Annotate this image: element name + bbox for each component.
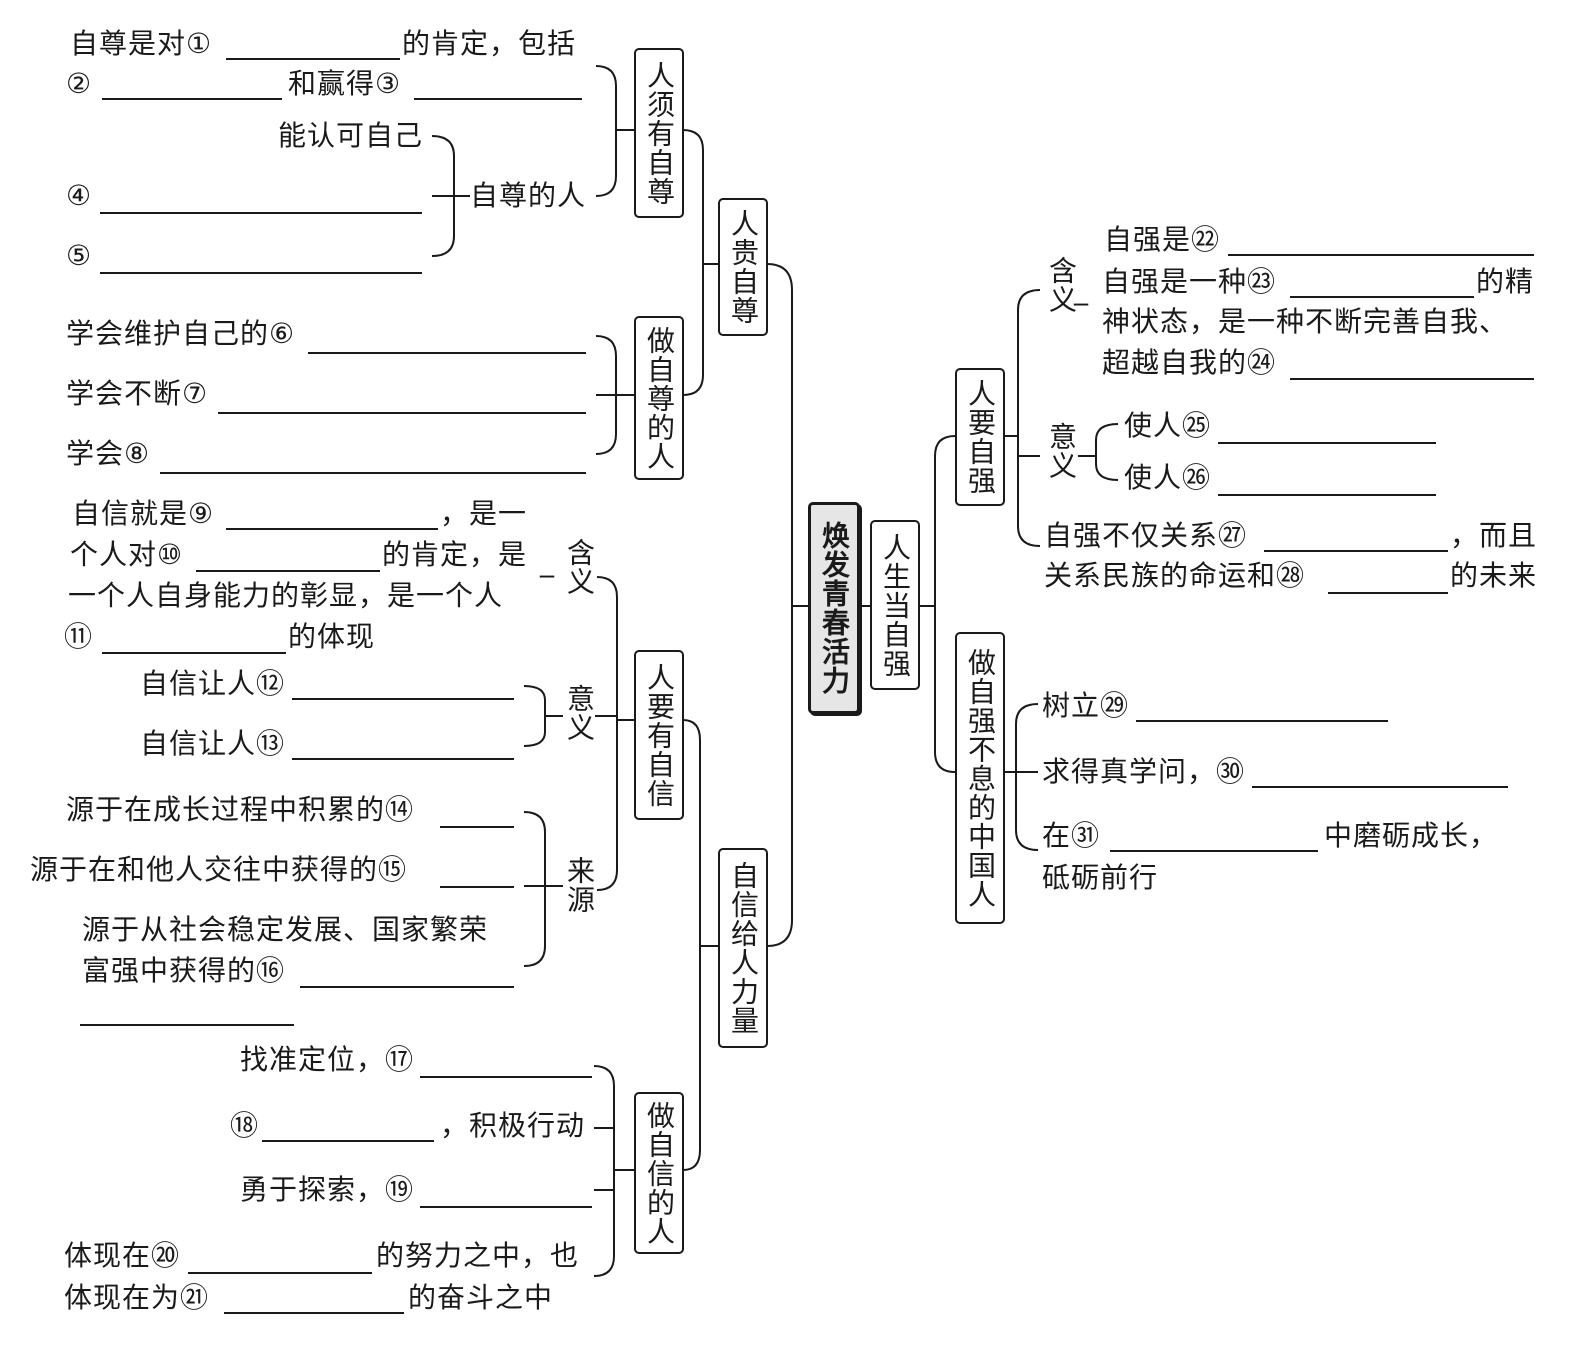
text-line: 使人㉕ <box>1124 409 1212 442</box>
node-zixin-geili: 自信给人力量 <box>718 848 768 1048</box>
text-line: ⑱ <box>230 1109 260 1142</box>
node-yao-ziqiang: 人要自强 <box>955 368 1005 506</box>
text-line: ⑤ <box>66 239 93 272</box>
text-line: ⑪ <box>64 620 94 653</box>
blank-1[interactable] <box>226 58 400 60</box>
blank-17[interactable] <box>420 1076 592 1078</box>
label-laiyuan: 来源 <box>563 856 596 914</box>
blank-19[interactable] <box>420 1206 592 1208</box>
text-line: 学会不断⑦ <box>66 377 209 410</box>
text-line: 自尊是对① <box>70 27 213 60</box>
text-line: ④ <box>66 179 93 212</box>
text-line: 的肯定，是 <box>382 538 528 571</box>
text-line: 的奋斗之中 <box>408 1281 554 1314</box>
text-line: 自信让人⑫ <box>140 667 286 700</box>
blank-15[interactable] <box>440 886 514 888</box>
text-line: ，积极行动 <box>440 1109 586 1142</box>
blank-2[interactable] <box>102 98 282 100</box>
blank-5[interactable] <box>100 272 422 274</box>
blank-28[interactable] <box>1328 592 1448 594</box>
blank-30[interactable] <box>1252 786 1508 788</box>
text-line: 神状态，是一种不断完善自我、 <box>1102 305 1509 338</box>
text-line: 个人对⑩ <box>70 538 184 571</box>
node-yaoyou-zixin: 人要有自信 <box>634 650 684 820</box>
blank-3[interactable] <box>414 98 582 100</box>
text-line: 使人㉖ <box>1124 461 1212 494</box>
text-line: 一个人自身能力的彰显，是一个人 <box>68 579 504 612</box>
blank-6[interactable] <box>308 352 586 354</box>
label-hanyi-right: 含义 <box>1045 256 1078 314</box>
text-line: 在㉛ <box>1042 819 1101 852</box>
blank-13[interactable] <box>292 758 514 760</box>
text-line: 求得真学问，㉚ <box>1042 755 1246 788</box>
text-line: 能认可自己 <box>278 119 424 152</box>
text-line: 超越自我的㉔ <box>1102 346 1277 379</box>
text-line: 源于从社会稳定发展、国家繁荣 <box>82 913 489 946</box>
blank-16[interactable] <box>300 986 514 988</box>
label-hanyi-left: 含义 <box>563 538 596 596</box>
text-line: 源于在成长过程中积累的⑭ <box>66 793 415 826</box>
node-zuo-ziqiang-buxi: 做自强不息的中国人 <box>955 632 1005 924</box>
blank-31[interactable] <box>1110 850 1318 852</box>
text-line: 自强是一种㉓ <box>1102 265 1277 298</box>
text-line: 学会⑧ <box>66 437 151 470</box>
text-line: 自信让人⑬ <box>140 727 286 760</box>
node-rengui-zizun: 人贵自尊 <box>718 198 768 336</box>
blank-16-cont[interactable] <box>80 1024 294 1026</box>
blank-21[interactable] <box>224 1312 404 1314</box>
blank-26[interactable] <box>1218 494 1436 496</box>
text-line: 的未来 <box>1450 559 1538 592</box>
blank-25[interactable] <box>1218 442 1436 444</box>
blank-7[interactable] <box>218 412 586 414</box>
text-line: 学会维护自己的⑥ <box>66 317 296 350</box>
blank-10[interactable] <box>196 570 380 572</box>
text-line: 自强不仅关系㉗ <box>1044 519 1248 552</box>
blank-12[interactable] <box>292 698 514 700</box>
text-line: ，是一 <box>440 497 528 530</box>
root-node: 焕发青春活力 <box>808 502 860 714</box>
node-zuo-zizun: 做自尊的人 <box>634 316 684 480</box>
blank-11[interactable] <box>102 652 286 654</box>
blank-20[interactable] <box>188 1272 372 1274</box>
label-yiyi-left: 意义 <box>563 684 596 742</box>
text-line: 关系民族的命运和㉘ <box>1044 559 1306 592</box>
blank-18[interactable] <box>262 1140 434 1142</box>
blank-23[interactable] <box>1290 296 1474 298</box>
text-line: ，而且 <box>1450 519 1538 552</box>
text-line: 勇于探索，⑲ <box>240 1173 415 1206</box>
label-zizun-ren: 自尊的人 <box>470 179 587 212</box>
text-line: 自强是㉒ <box>1104 223 1221 256</box>
text-line: 和赢得③ <box>288 67 402 100</box>
blank-27[interactable] <box>1264 550 1448 552</box>
text-line: 富强中获得的⑯ <box>82 954 286 987</box>
text-line: 找准定位，⑰ <box>240 1043 415 1076</box>
text-line: 源于在和他人交往中获得的⑮ <box>30 853 408 886</box>
text-line: 的肯定，包括 <box>402 27 577 60</box>
text-line: ② <box>66 67 93 100</box>
node-zuo-zixin: 做自信的人 <box>634 1092 684 1254</box>
blank-29[interactable] <box>1136 720 1388 722</box>
label-dash: _ <box>1074 273 1089 306</box>
text-line: 中磨砺成长， <box>1324 819 1499 852</box>
label-dash: _ <box>540 545 555 578</box>
node-rensheng-dang-ziqiang: 人生当自强 <box>870 520 920 690</box>
text-line: 体现在⑳ <box>64 1239 181 1272</box>
text-line: 的精 <box>1476 265 1535 298</box>
text-line: 的体现 <box>288 620 376 653</box>
blank-22[interactable] <box>1228 254 1534 256</box>
text-line: 砥砺前行 <box>1042 861 1159 894</box>
blank-24[interactable] <box>1290 378 1534 380</box>
blank-4[interactable] <box>100 212 422 214</box>
text-line: 体现在为㉑ <box>64 1281 210 1314</box>
label-yiyi-right: 意义 <box>1045 422 1078 480</box>
blank-8[interactable] <box>160 472 586 474</box>
blank-9[interactable] <box>226 528 438 530</box>
text-line: 自信就是⑨ <box>72 497 215 530</box>
blank-14[interactable] <box>440 826 514 828</box>
text-line: 的努力之中，也 <box>376 1239 580 1272</box>
text-line: 树立㉙ <box>1042 689 1130 722</box>
node-xuyou-zizun: 人须有自尊 <box>634 48 684 218</box>
